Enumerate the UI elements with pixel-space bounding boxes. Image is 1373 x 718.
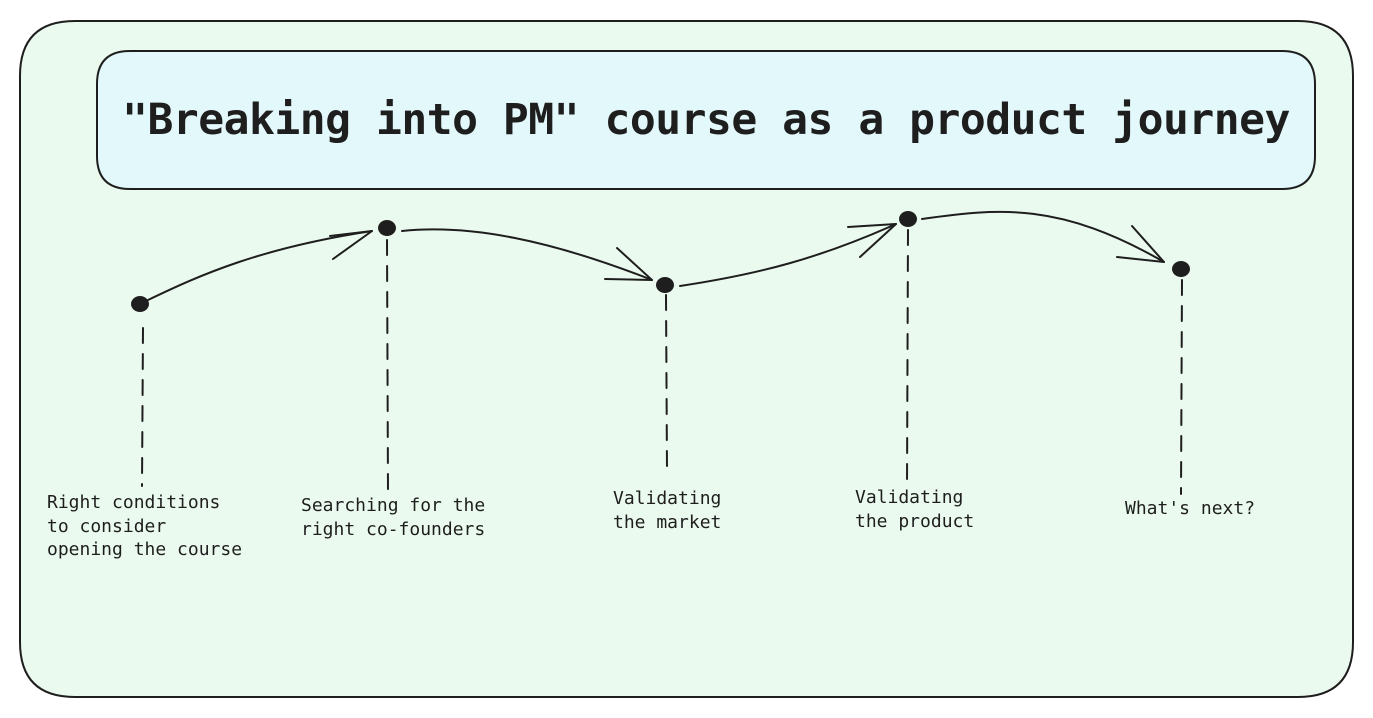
stage-label-3: Validating the market bbox=[613, 488, 722, 533]
stage-label-4: Validating the product bbox=[855, 487, 975, 532]
arrowhead-5 bbox=[1116, 225, 1165, 263]
drop-line-1 bbox=[141, 327, 144, 487]
drop-line-3 bbox=[665, 294, 668, 471]
stage-nodes bbox=[131, 211, 1190, 312]
stage-drop-lines bbox=[141, 229, 1183, 495]
title-box bbox=[96, 50, 1316, 190]
stage-node-4 bbox=[899, 211, 917, 227]
drop-line-5 bbox=[1180, 279, 1183, 495]
arrow-1-to-2 bbox=[147, 230, 373, 301]
arrowhead-1 bbox=[329, 230, 373, 260]
arrowhead-4 bbox=[847, 223, 897, 258]
stage-node-5 bbox=[1172, 261, 1190, 277]
arrow-3-to-4 bbox=[679, 223, 897, 287]
arrow-2-to-3 bbox=[401, 228, 653, 281]
stage-node-1 bbox=[131, 296, 149, 312]
arrowhead-3 bbox=[604, 247, 653, 281]
stage-node-3 bbox=[656, 277, 674, 293]
stage-label-5: What's next? bbox=[1125, 498, 1256, 519]
journey-arrows bbox=[147, 210, 1165, 301]
stage-label-2: Searching for the right co-founders bbox=[301, 495, 486, 540]
arrow-4-to-5 bbox=[921, 210, 1165, 263]
stage-node-2 bbox=[378, 220, 396, 236]
drop-line-4 bbox=[906, 229, 909, 487]
diagram-title: "Breaking into PM" course as a product j… bbox=[122, 95, 1290, 145]
drop-line-2 bbox=[386, 239, 389, 493]
stage-label-1: Right conditions to consider opening the… bbox=[47, 492, 243, 560]
